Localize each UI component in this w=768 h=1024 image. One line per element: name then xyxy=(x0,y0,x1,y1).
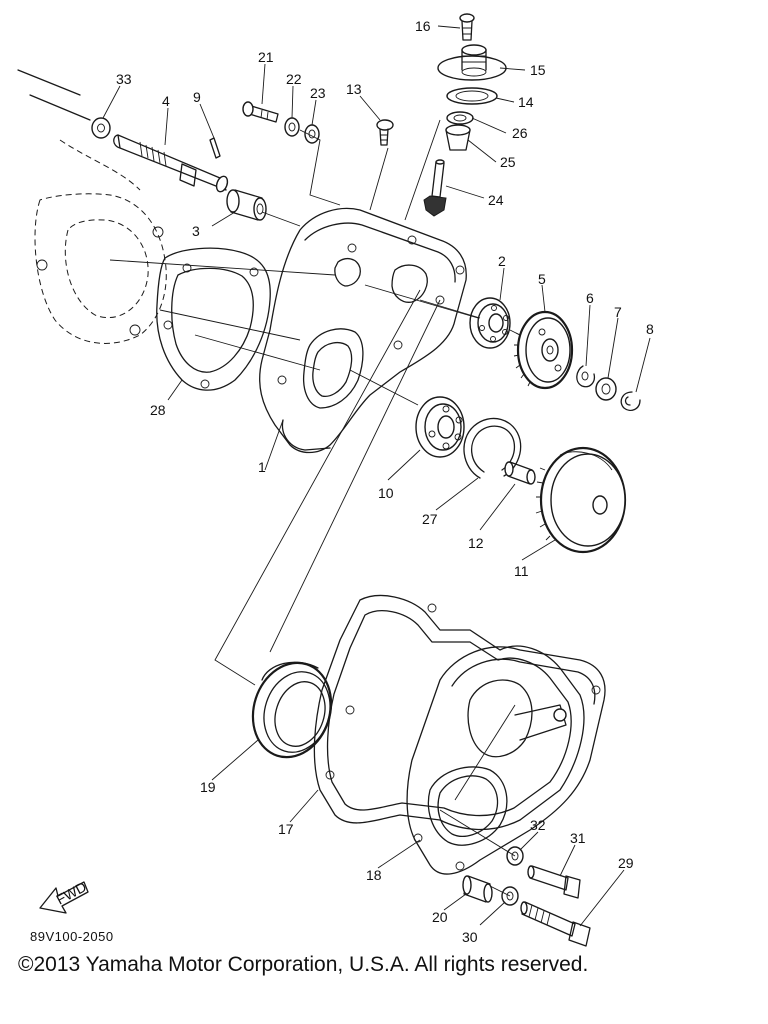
gear-11 xyxy=(535,446,627,554)
dowel-pin-20 xyxy=(462,875,493,903)
copyright-notice: ©2013 Yamaha Motor Corporation, U.S.A. A… xyxy=(18,953,589,976)
gasket-28 xyxy=(156,247,271,391)
label-32: 32 xyxy=(530,817,546,833)
label-14: 14 xyxy=(518,94,534,110)
label-30: 30 xyxy=(462,929,478,945)
label-5: 5 xyxy=(538,271,546,287)
label-20: 20 xyxy=(432,909,448,925)
label-2: 2 xyxy=(498,253,506,269)
label-33: 33 xyxy=(116,71,132,87)
label-27: 27 xyxy=(422,511,438,527)
bolt-29 xyxy=(520,901,591,947)
label-7: 7 xyxy=(614,304,622,320)
washer-26 xyxy=(446,111,474,125)
label-29: 29 xyxy=(618,855,634,871)
part-labels: 33 4 9 3 21 22 23 13 16 15 14 26 25 24 2… xyxy=(116,18,654,945)
circlip-27 xyxy=(463,417,522,479)
label-11: 11 xyxy=(514,563,529,579)
pin-9 xyxy=(209,137,221,159)
pump-cover-18 xyxy=(406,646,606,875)
label-16: 16 xyxy=(415,18,431,34)
engine-case-outline xyxy=(17,69,167,344)
o-ring-14 xyxy=(446,87,498,105)
label-3: 3 xyxy=(192,223,200,239)
cover-gasket-17 xyxy=(313,594,585,831)
washer-7 xyxy=(595,377,617,401)
circlip-8 xyxy=(620,391,641,411)
dowel-pin-12 xyxy=(504,461,536,485)
fwd-arrow-icon: FWD xyxy=(39,878,89,914)
bearing-10 xyxy=(415,396,465,458)
oil-seal-19 xyxy=(251,661,333,759)
bushing-25 xyxy=(445,124,471,151)
screw-16 xyxy=(459,13,475,41)
label-28: 28 xyxy=(150,402,166,418)
label-18: 18 xyxy=(366,867,382,883)
gear-5 xyxy=(513,310,574,390)
label-22: 22 xyxy=(286,71,302,87)
washer-33 xyxy=(91,117,111,139)
label-25: 25 xyxy=(500,154,516,170)
pump-housing-1 xyxy=(259,207,467,454)
screw-13 xyxy=(376,119,394,146)
label-13: 13 xyxy=(346,81,362,97)
bolt-21 xyxy=(242,101,279,123)
diagram-code: 89V100-2050 xyxy=(30,929,114,944)
label-6: 6 xyxy=(586,290,594,306)
assembly-lines xyxy=(109,119,521,897)
label-21: 21 xyxy=(258,49,274,65)
label-12: 12 xyxy=(468,535,484,551)
label-19: 19 xyxy=(200,779,216,795)
bearing-2 xyxy=(469,297,511,349)
gear-shaft-24 xyxy=(423,159,447,217)
label-9: 9 xyxy=(193,89,201,105)
label-31: 31 xyxy=(570,830,586,846)
label-24: 24 xyxy=(488,192,504,208)
washer-22 xyxy=(284,117,300,137)
label-17: 17 xyxy=(278,821,294,837)
impeller-shaft-4 xyxy=(113,134,229,193)
label-1: 1 xyxy=(258,459,266,475)
bolt-31 xyxy=(527,865,581,899)
collar-3 xyxy=(226,189,267,221)
label-8: 8 xyxy=(646,321,654,337)
clip-6 xyxy=(576,365,596,388)
label-10: 10 xyxy=(378,485,394,501)
label-26: 26 xyxy=(512,125,528,141)
label-15: 15 xyxy=(530,62,546,78)
fitting-15 xyxy=(437,44,507,81)
label-23: 23 xyxy=(310,85,326,101)
leader-lines xyxy=(102,25,651,927)
fwd-label: FWD xyxy=(53,878,89,907)
label-4: 4 xyxy=(162,93,170,109)
